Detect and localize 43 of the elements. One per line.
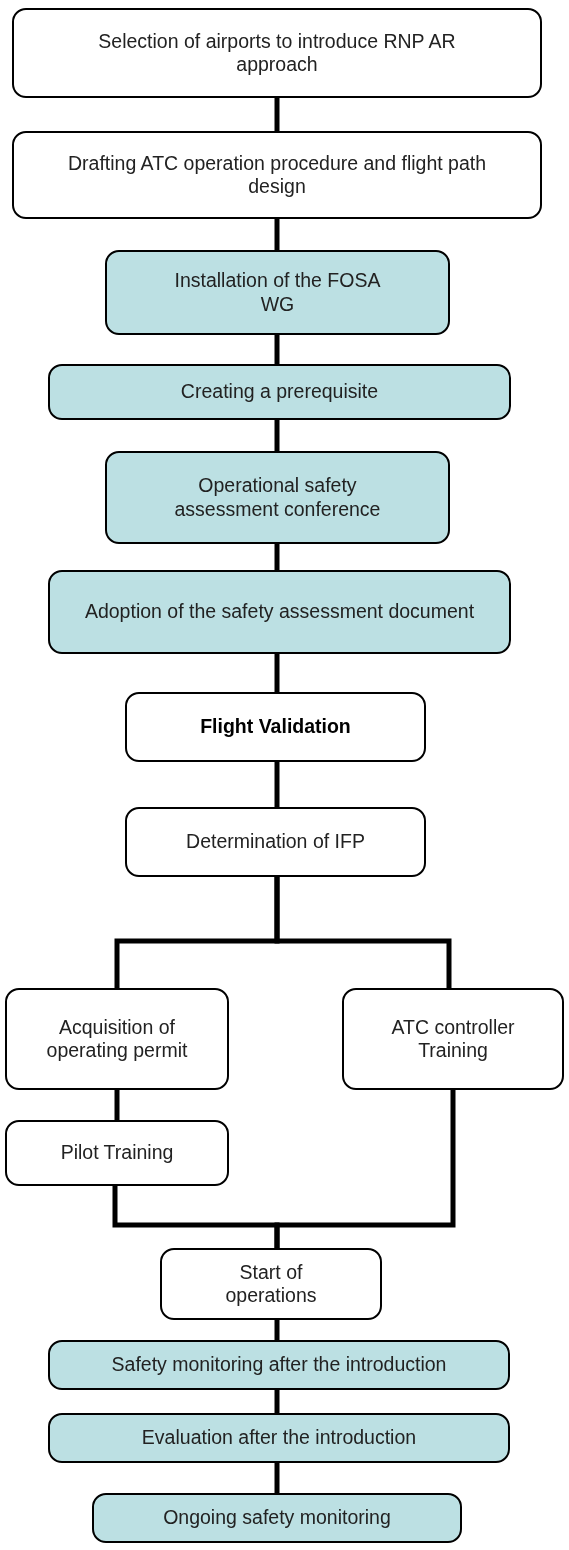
process-box [5, 988, 229, 1090]
connector-line [274, 95, 280, 134]
connector-line [274, 216, 280, 253]
process-box [160, 1248, 382, 1320]
step-label: Adoption of the safety assessment document [84, 600, 475, 624]
process-box [5, 1120, 229, 1186]
step-label: Pilot Training [60, 1141, 174, 1165]
connector-line [274, 332, 280, 367]
step-label: Installation of the FOSA WG [173, 269, 382, 316]
safety-process-box [48, 1340, 510, 1390]
connector-line [274, 1460, 280, 1496]
process-box [342, 988, 564, 1090]
step-label: Drafting ATC operation procedure and flight path design [66, 151, 488, 199]
step-label: Safety monitoring after the introduction [111, 1353, 447, 1377]
safety-process-box [48, 364, 511, 420]
step-label: Determination of IFP [186, 830, 365, 854]
connector-line [274, 541, 280, 573]
connector-line [274, 1087, 456, 1251]
step-label: Selection of airports to introduce RNP AR approach [97, 29, 457, 77]
safety-process-box [48, 1413, 510, 1463]
process-box [12, 131, 542, 219]
safety-process-box [105, 451, 450, 544]
connector-line [274, 651, 280, 695]
connector-line [274, 874, 452, 991]
step-label: Operational safety assessment conference [173, 474, 382, 521]
process-box [12, 8, 542, 98]
step-label: ATC controller Training [390, 1015, 516, 1063]
safety-process-box [92, 1493, 462, 1543]
connector-line [274, 759, 280, 810]
step-label: Creating a prerequisite [180, 380, 379, 404]
step-label: Evaluation after the introduction [141, 1426, 417, 1450]
step-label: Start of operations [224, 1260, 318, 1308]
connector-line [274, 417, 280, 454]
safety-process-box [105, 250, 450, 335]
process-box [125, 807, 426, 877]
step-label: Flight Validation [200, 715, 351, 739]
connector-line [274, 1387, 280, 1416]
safety-process-box [48, 570, 511, 654]
connector-line [274, 1317, 280, 1343]
connector-line [114, 1087, 120, 1123]
process-box [125, 692, 426, 762]
step-label: Ongoing safety monitoring [163, 1506, 391, 1530]
step-label: Acquisition of operating permit [45, 1015, 189, 1063]
